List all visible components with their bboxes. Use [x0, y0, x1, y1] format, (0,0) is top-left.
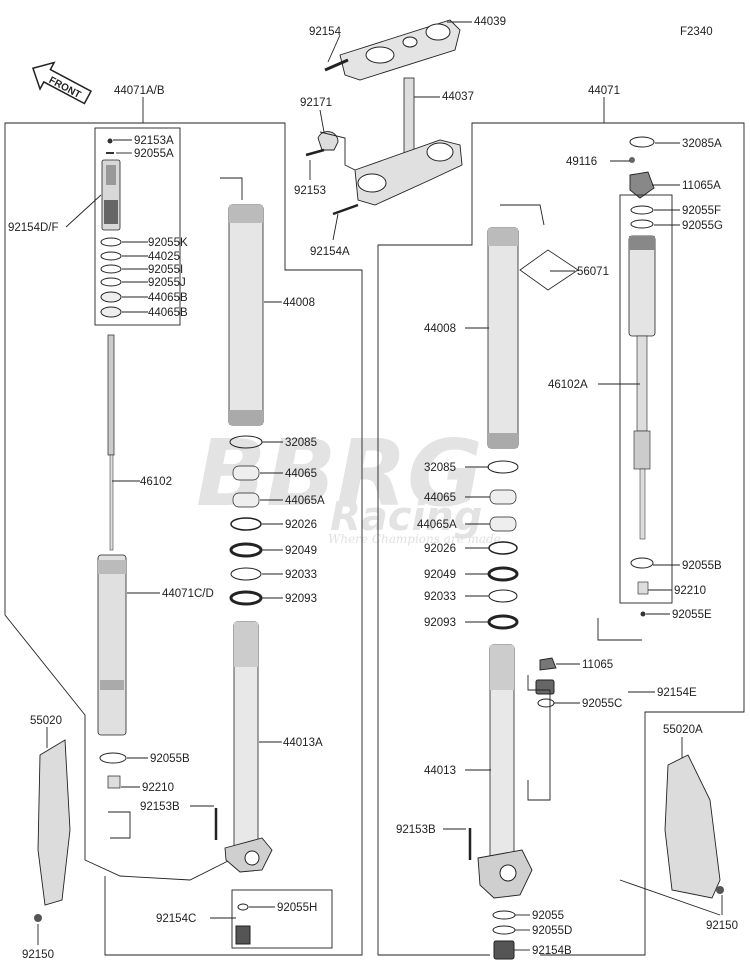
label-44008-left: 44008 [283, 297, 315, 309]
left-cartridge-box [94, 127, 181, 326]
label-92093-right: 92093 [424, 617, 456, 629]
label-46102A: 46102A [548, 379, 588, 391]
clamp-bracket-92171 [317, 131, 339, 151]
label-92055B-left: 92055B [150, 753, 190, 765]
label-92055E: 92055E [672, 609, 712, 621]
label-44025: 44025 [148, 251, 180, 263]
left-small-parts [99, 752, 131, 839]
left-fork-guard [34, 739, 71, 922]
label-92093-left: 92093 [285, 593, 317, 605]
label-55020: 55020 [30, 715, 62, 727]
leader-lines [37, 21, 723, 951]
label-92150-left: 92150 [22, 949, 54, 961]
label-92154-top: 92154 [309, 26, 342, 38]
label-11065: 11065 [582, 659, 613, 671]
left-damper-rod [107, 334, 115, 551]
left-outer-tube [228, 204, 264, 426]
label-49116: 49116 [566, 156, 597, 168]
part-labels: 92154 44039 44037 92171 92153 92154A 440… [8, 16, 738, 961]
label-92150-right: 92150 [706, 920, 738, 932]
label-92154DF: 92154D/F [8, 222, 59, 234]
label-92055I: 92055I [148, 264, 183, 276]
right-outer-tube [487, 227, 579, 449]
label-92055H: 92055H [277, 902, 317, 914]
left-inner-tube [224, 621, 273, 873]
right-seal-stack [487, 460, 519, 630]
left-seal-stack [229, 435, 263, 606]
label-92033-left: 92033 [285, 569, 317, 581]
label-92055A: 92055A [134, 148, 174, 160]
label-92210-right: 92210 [674, 585, 706, 597]
label-92153B-right: 92153B [396, 824, 436, 836]
right-cap-parts [629, 136, 655, 199]
label-44008-right: 44008 [424, 323, 456, 335]
label-92049-right: 92049 [424, 569, 456, 581]
label-92210-left: 92210 [142, 782, 174, 794]
label-92055J: 92055J [148, 277, 186, 289]
lower-triple-clamp [354, 139, 463, 206]
label-44065-left: 44065 [285, 468, 317, 480]
label-44071CD: 44071C/D [162, 588, 214, 600]
label-11065A: 11065A [682, 180, 721, 192]
label-55020A: 55020A [663, 724, 703, 736]
label-92049-left: 92049 [285, 545, 317, 557]
right-inner-tube [468, 644, 533, 899]
label-92154C: 92154C [156, 913, 196, 925]
watermark-tagline: Where Champions are made [328, 532, 501, 546]
label-44071AB: 44071A/B [114, 85, 165, 97]
label-44037: 44037 [442, 91, 474, 103]
steering-stem [403, 77, 415, 154]
label-44065A-left: 44065A [285, 495, 325, 507]
right-fork-guard [664, 754, 724, 899]
bracket-lines [220, 131, 545, 226]
label-92055F: 92055F [682, 205, 721, 217]
label-92055K: 92055K [148, 237, 188, 249]
left-cartridge-parts [100, 138, 122, 318]
label-92154E: 92154E [657, 687, 697, 699]
label-44013A: 44013A [283, 737, 323, 749]
right-cartridge-box [619, 194, 673, 604]
label-92055C: 92055C [582, 698, 622, 710]
upper-triple-clamp [339, 19, 461, 81]
label-44039: 44039 [474, 16, 506, 28]
label-92154A: 92154A [310, 246, 350, 258]
top-bolt [324, 58, 349, 72]
label-92033-right: 92033 [424, 591, 456, 603]
label-92153A: 92153A [134, 135, 174, 147]
label-92154B: 92154B [532, 945, 572, 957]
clamp-bolt-92154A [332, 203, 359, 216]
diagram-code: F2340 [680, 26, 713, 38]
label-92153B-left: 92153B [140, 801, 180, 813]
label-44065B-2: 44065B [148, 307, 188, 319]
label-92055G: 92055G [682, 220, 723, 232]
label-32085-left: 32085 [285, 437, 317, 449]
label-92055: 92055 [532, 910, 564, 922]
label-32085A: 32085A [682, 138, 722, 150]
label-92055B-right: 92055B [682, 560, 722, 572]
right-lower-parts [492, 657, 557, 960]
label-92026-right: 92026 [424, 543, 456, 555]
front-arrow-icon: FRONT [31, 61, 93, 105]
label-46102: 46102 [140, 476, 172, 488]
label-92026-left: 92026 [285, 519, 317, 531]
label-44065-right: 44065 [424, 492, 456, 504]
label-44065A-right: 44065A [417, 519, 457, 531]
clamp-bolt-92153 [305, 148, 325, 157]
label-44071: 44071 [588, 85, 620, 97]
right-cartridge [597, 205, 656, 641]
left-bottom-parts [214, 808, 333, 949]
label-92171: 92171 [300, 97, 332, 109]
label-44065B-1: 44065B [148, 292, 188, 304]
left-inner-cartridge [97, 554, 127, 736]
label-56071: 56071 [577, 266, 609, 278]
label-92153-clamp: 92153 [294, 185, 326, 197]
assembly-outlines [4, 97, 745, 956]
label-32085-right: 32085 [424, 462, 456, 474]
label-92055D: 92055D [532, 925, 572, 937]
label-44013: 44013 [424, 765, 456, 777]
watermark-sub: Racing [330, 494, 482, 540]
